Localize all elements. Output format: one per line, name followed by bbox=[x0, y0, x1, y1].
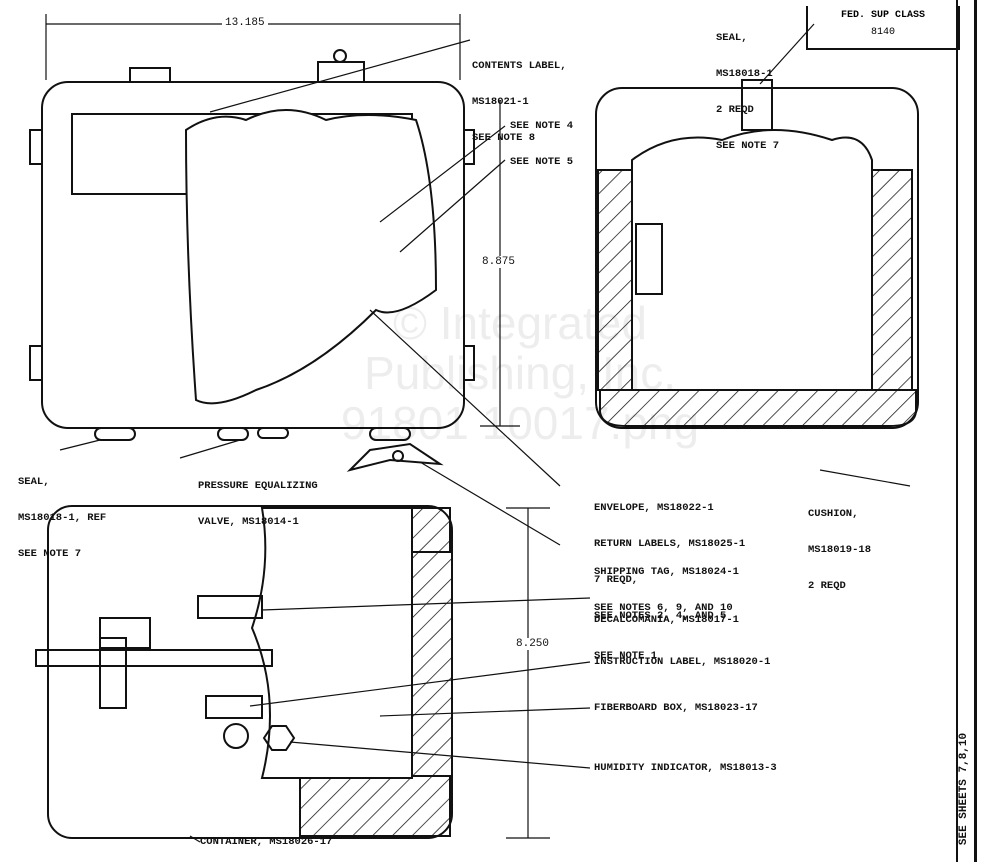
callout-line: MS18018-1 bbox=[716, 68, 773, 80]
callout-see-note-5: SEE NOTE 5 bbox=[510, 156, 574, 168]
callout-line: DECALCOMANIA, MS18017-1 bbox=[594, 614, 739, 626]
callout-line: ENVELOPE, MS18022-1 bbox=[594, 502, 714, 514]
height-dimension-bottom: 8.250 bbox=[516, 638, 550, 650]
callout-line: PRESSURE EQUALIZING bbox=[198, 480, 318, 492]
callout-decalcomania: DECALCOMANIA, MS18017-1 SEE NOTE 1 bbox=[594, 590, 739, 686]
watermark-line: © Integrated bbox=[393, 297, 647, 349]
class-box-title: FED. SUP CLASS bbox=[840, 10, 925, 21]
callout-line: MS18019-18 bbox=[808, 544, 872, 556]
class-box-value: 8140 bbox=[870, 27, 895, 38]
watermark: © Integrated Publishing, Inc. 91801 1001… bbox=[240, 298, 800, 448]
callout-shipping-tag: SHIPPING TAG, MS18024-1 SEE NOTES 6, 9, … bbox=[594, 542, 739, 638]
callout-line: CUSHION, bbox=[808, 508, 859, 520]
fed-sup-class-box: FED. SUP CLASS 8140 bbox=[806, 6, 960, 50]
callout-line: CONTENTS LABEL, bbox=[472, 60, 567, 72]
callout-line: SEE NOTES 6, 9, AND 10 bbox=[594, 602, 733, 614]
callout-line: 2 REQD bbox=[808, 580, 846, 592]
callout-line: SEE NOTE 1 bbox=[594, 650, 658, 662]
width-dimension: 13.185 bbox=[222, 17, 268, 29]
callout-line: SEE NOTES 2, 4, AND 5 bbox=[594, 610, 727, 622]
side-view bbox=[595, 79, 919, 429]
callout-line: SEE NOTE 7 bbox=[716, 140, 780, 152]
callout-humidity-indicator: HUMIDITY INDICATOR, MS18013-3 bbox=[594, 762, 777, 774]
callout-contents-label: CONTENTS LABEL, MS18021-1 SEE NOTE 8 bbox=[472, 36, 567, 168]
height-dimension-top: 8.875 bbox=[482, 256, 516, 268]
callout-line: SEAL, bbox=[716, 32, 748, 44]
callout-see-note-4: SEE NOTE 4 bbox=[510, 120, 574, 132]
callout-instruction-label: INSTRUCTION LABEL, MS18020-1 bbox=[594, 656, 771, 668]
callout-fiberboard-box: FIBERBOARD BOX, MS18023-17 bbox=[594, 702, 758, 714]
callout-line: MS18018-1, REF bbox=[18, 512, 107, 524]
callout-line: VALVE, MS18014-1 bbox=[198, 516, 299, 528]
top-view bbox=[35, 505, 453, 839]
callout-container: CONTAINER, MS18026-17 bbox=[200, 836, 333, 848]
callout-line: SEAL, bbox=[18, 476, 50, 488]
watermark-line: 91801 10017.png bbox=[340, 397, 700, 449]
front-view bbox=[29, 49, 475, 472]
callout-envelope: ENVELOPE, MS18022-1 RETURN LABELS, MS180… bbox=[594, 478, 745, 646]
side-margin-strip bbox=[956, 0, 977, 862]
callout-line: MS18021-1 bbox=[472, 96, 529, 108]
callout-line: SEE NOTE 7 bbox=[18, 548, 82, 560]
callout-seal-top: SEAL, MS18018-1 2 REQD SEE NOTE 7 bbox=[716, 8, 779, 176]
callout-line: RETURN LABELS, MS18025-1 bbox=[594, 538, 746, 550]
callout-line: 2 REQD bbox=[716, 104, 754, 116]
callout-line: SEE NOTE 8 bbox=[472, 132, 536, 144]
callout-line: SHIPPING TAG, MS18024-1 bbox=[594, 566, 739, 578]
callout-seal-left: SEAL, MS18018-1, REF SEE NOTE 7 bbox=[18, 452, 106, 584]
side-note: SEE SHEETS 7,8,10 bbox=[958, 732, 970, 846]
callout-line: 7 REQD, bbox=[594, 574, 639, 586]
callout-pressure-valve: PRESSURE EQUALIZING VALVE, MS18014-1 bbox=[198, 456, 318, 552]
leader-lines bbox=[59, 23, 911, 843]
watermark-line: Publishing, Inc. bbox=[364, 347, 676, 399]
callout-cushion: CUSHION, MS18019-18 2 REQD bbox=[808, 484, 871, 616]
height-dimension-bottom bbox=[506, 507, 550, 839]
